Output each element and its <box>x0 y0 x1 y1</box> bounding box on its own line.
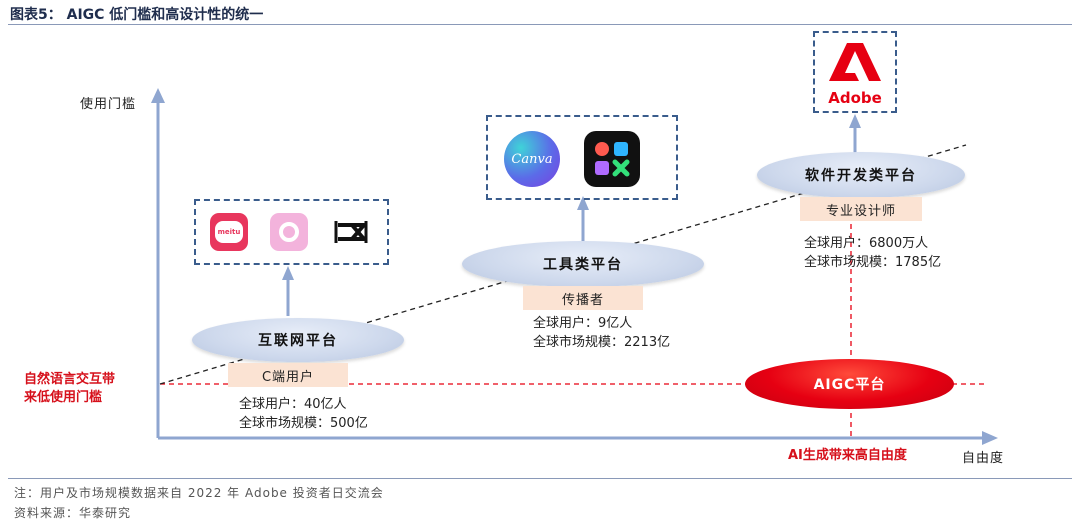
y-axis-label: 使用门槛 <box>80 97 137 112</box>
stat-market-tools: 全球市场规模：2213亿 <box>533 335 671 350</box>
design-app-icon <box>584 131 640 187</box>
adobe-icon-text: Adobe <box>828 89 882 107</box>
x-axis-label: 自由度 <box>962 451 1005 466</box>
platform-tag-internet: C端用户 <box>228 363 348 387</box>
stat-market-software: 全球市场规模：1785亿 <box>804 255 942 270</box>
beautycam-icon <box>270 213 308 251</box>
x-axis-arrowhead <box>982 431 998 445</box>
left-note-line1: 自然语言交互带 <box>24 372 116 387</box>
bottom-rule <box>8 478 1072 479</box>
left-note-line2: 来低使用门槛 <box>24 390 103 405</box>
top-rule <box>8 24 1072 25</box>
stat-users-internet: 全球用户：40亿人 <box>239 397 347 412</box>
canva-icon: Canva <box>504 131 560 187</box>
x-axis-highlight: AI生成带来高自由度 <box>788 448 907 463</box>
meitu-icon: meitu <box>210 213 248 251</box>
platform-ellipse-software: 软件开发类平台 <box>757 152 965 198</box>
stat-market-internet: 全球市场规模：500亿 <box>239 416 368 431</box>
adobe-icon: Adobe <box>825 39 885 107</box>
figure-title: 图表5： AIGC 低门槛和高设计性的统一 <box>10 7 264 23</box>
canva-icon-text: Canva <box>511 151 553 167</box>
tools-icons-box: Canva <box>486 115 678 200</box>
platform-ellipse-tools: 工具类平台 <box>462 241 704 287</box>
software-icons-box: Adobe <box>813 31 897 113</box>
internet-icons-box: meitu <box>194 199 389 265</box>
capcut-icon <box>332 213 370 251</box>
y-axis-arrowhead <box>151 88 165 103</box>
meitu-icon-text: meitu <box>217 228 241 236</box>
stat-users-software: 全球用户：6800万人 <box>804 236 929 251</box>
platform-ellipse-internet: 互联网平台 <box>192 318 404 362</box>
platform-tag-tools: 传播者 <box>523 286 643 310</box>
platform-tag-software: 专业设计师 <box>800 197 922 221</box>
source-note: 资料来源：华泰研究 <box>14 506 132 520</box>
stat-users-tools: 全球用户：9亿人 <box>533 316 633 331</box>
footnote: 注：用户及市场规模数据来自 2022 年 Adobe 投资者日交流会 <box>14 486 384 500</box>
aigc-platform-ellipse: AIGC平台 <box>745 359 954 409</box>
